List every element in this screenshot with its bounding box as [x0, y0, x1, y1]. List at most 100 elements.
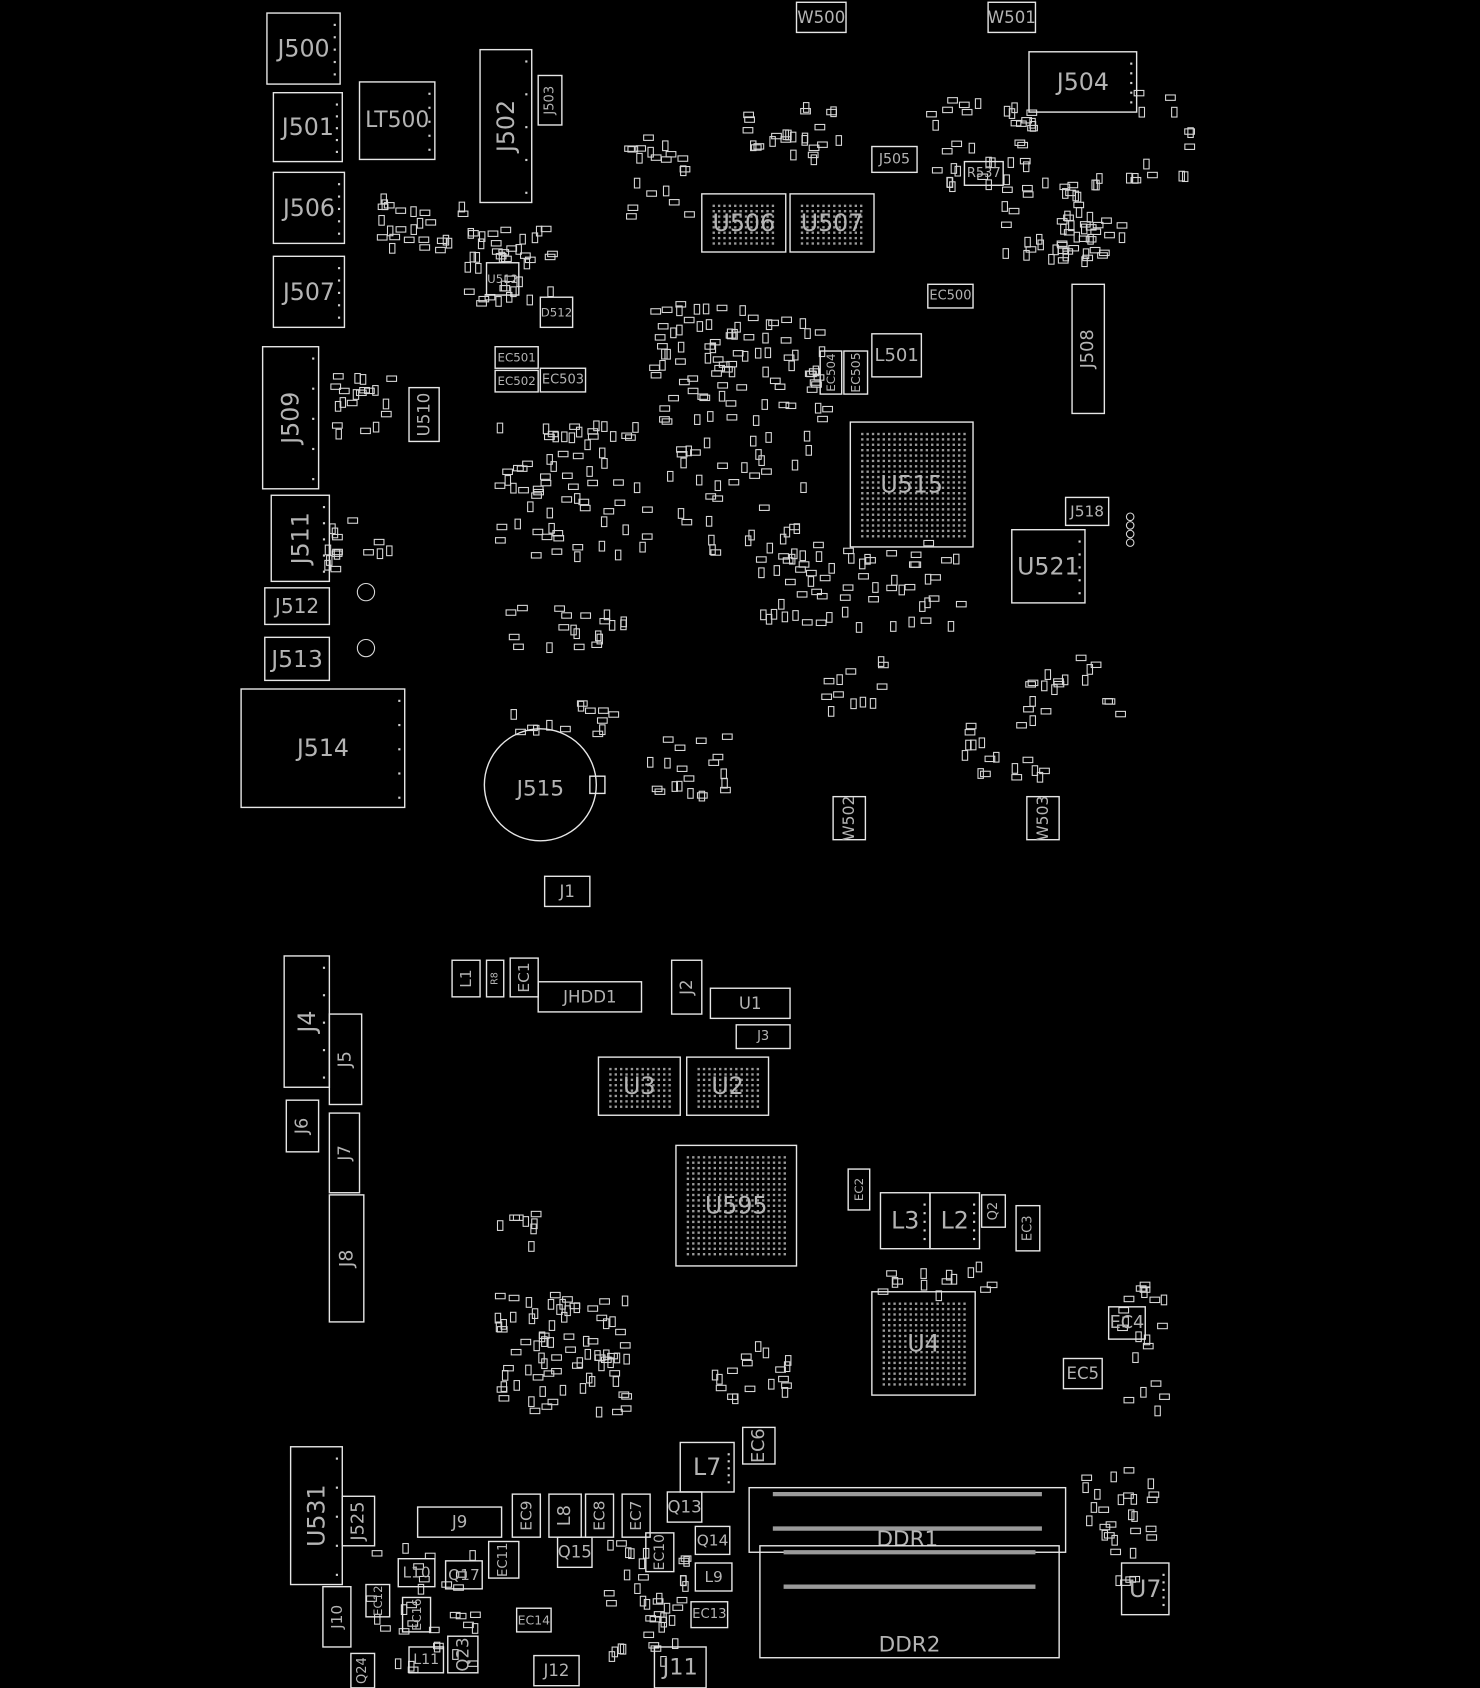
component-j513[interactable]: J513	[264, 636, 331, 682]
passive-pad	[661, 348, 668, 360]
component-u515[interactable]: U515	[849, 421, 974, 548]
component-l7[interactable]: L7	[679, 1441, 735, 1493]
component-lt500[interactable]: LT500	[358, 81, 436, 161]
component-ec12[interactable]: EC12	[365, 1583, 391, 1618]
component-j12[interactable]: J12	[533, 1654, 580, 1687]
component-u1[interactable]: U1	[709, 987, 791, 1020]
component-d512[interactable]: D512	[539, 296, 574, 329]
component-w502[interactable]: W502	[832, 796, 867, 841]
component-u531[interactable]: U531	[289, 1446, 343, 1586]
passive-pad	[550, 461, 557, 472]
component-j2[interactable]: J2	[670, 959, 703, 1015]
passive-pad	[850, 698, 857, 710]
component-w503[interactable]: W503	[1026, 796, 1060, 841]
component-u2[interactable]: U2	[686, 1056, 770, 1116]
component-j501[interactable]: J501	[272, 91, 343, 163]
component-ec3[interactable]: EC3	[1015, 1204, 1041, 1252]
component-j505[interactable]: J505	[871, 145, 918, 174]
passive-pad	[1145, 1525, 1157, 1533]
component-ec4[interactable]: EC4	[1107, 1306, 1146, 1340]
component-ec500[interactable]: EC500	[927, 283, 974, 309]
component-q13[interactable]: Q13	[666, 1491, 703, 1523]
component-u521[interactable]: U521	[1011, 529, 1086, 604]
component-l9[interactable]: L9	[694, 1562, 733, 1592]
component-ec7[interactable]: EC7	[621, 1493, 651, 1538]
component-u595[interactable]: U595	[675, 1144, 798, 1267]
component-jhdd1[interactable]: JHDD1	[537, 981, 643, 1013]
passive-pad	[347, 517, 359, 524]
component-u506[interactable]: U506	[701, 193, 787, 253]
component-ec505[interactable]: EC505	[843, 350, 869, 395]
component-ec9[interactable]: EC9	[511, 1493, 542, 1538]
component-ec16[interactable]: EC16	[401, 1596, 432, 1633]
component-q23[interactable]: Q23	[447, 1635, 479, 1674]
component-l11[interactable]: L11	[408, 1646, 445, 1674]
component-u3[interactable]: U3	[597, 1056, 681, 1116]
component-ddr1[interactable]: DDR1	[748, 1486, 1067, 1553]
component-l8[interactable]: L8	[548, 1493, 582, 1538]
component-j500[interactable]: J500	[266, 12, 341, 85]
component-ec8[interactable]: EC8	[584, 1493, 615, 1538]
component-ec504[interactable]: EC504	[819, 350, 843, 395]
component-j9[interactable]: J9	[416, 1506, 503, 1538]
component-j7[interactable]: J7	[328, 1112, 361, 1194]
component-q17[interactable]: Q17	[444, 1560, 483, 1590]
component-j10[interactable]: J10	[322, 1585, 352, 1648]
passive-pad	[330, 565, 342, 573]
component-j11[interactable]: J11	[653, 1646, 707, 1688]
component-ec10[interactable]: EC10	[645, 1532, 675, 1573]
component-j8[interactable]: J8	[328, 1194, 365, 1323]
component-j512[interactable]: J512	[264, 587, 331, 626]
passive-pad	[708, 534, 715, 546]
component-l2[interactable]: L2	[929, 1192, 981, 1250]
component-j503[interactable]: J503	[537, 74, 563, 126]
component-j508[interactable]: J508	[1071, 283, 1106, 415]
component-ec11[interactable]: EC11	[487, 1540, 520, 1579]
component-u510[interactable]: U510	[408, 386, 440, 443]
component-ec2[interactable]: EC2	[847, 1168, 871, 1211]
component-j507[interactable]: J507	[272, 255, 346, 329]
component-j5[interactable]: J5	[328, 1013, 363, 1106]
component-j502[interactable]: J502	[479, 48, 533, 204]
component-u507[interactable]: U507	[789, 193, 875, 253]
component-u4[interactable]: U4	[871, 1291, 976, 1396]
component-j506[interactable]: J506	[272, 171, 346, 245]
passive-pad	[697, 393, 709, 400]
component-j525[interactable]: J525	[341, 1495, 376, 1547]
component-j518[interactable]: J518	[1064, 496, 1110, 527]
component-j515[interactable]: J515	[483, 728, 606, 842]
component-ec5[interactable]: EC5	[1062, 1357, 1103, 1390]
component-j4[interactable]: J4	[283, 955, 331, 1088]
component-j1[interactable]: J1	[543, 875, 591, 908]
component-j514[interactable]: J514	[240, 688, 406, 809]
passive-pad	[561, 496, 573, 503]
component-w501[interactable]: W501	[987, 1, 1037, 34]
component-l1[interactable]: L1	[451, 959, 481, 998]
component-r537[interactable]: R537	[963, 160, 1004, 186]
component-q14[interactable]: Q14	[694, 1525, 731, 1556]
component-l10[interactable]: L10	[397, 1558, 436, 1588]
component-ec14[interactable]: EC14	[515, 1607, 552, 1633]
component-j3[interactable]: J3	[735, 1024, 791, 1050]
component-ec503[interactable]: EC503	[539, 367, 587, 393]
component-ddr2[interactable]: DDR2	[759, 1545, 1060, 1659]
component-w500[interactable]: W500	[795, 1, 847, 34]
component-j509[interactable]: J509	[261, 346, 320, 490]
component-l501[interactable]: L501	[871, 333, 923, 378]
component-u512[interactable]: U512	[485, 262, 520, 296]
component-r8[interactable]: R8	[485, 959, 505, 998]
component-q2[interactable]: Q2	[980, 1194, 1007, 1228]
component-ec6[interactable]: EC6	[741, 1426, 776, 1465]
component-q24[interactable]: Q24	[350, 1652, 376, 1688]
component-ec502[interactable]: EC502	[494, 369, 539, 393]
component-ec1[interactable]: EC1	[509, 957, 539, 998]
component-q15[interactable]: Q15	[556, 1536, 593, 1569]
component-u7[interactable]: U7	[1120, 1562, 1170, 1616]
component-j504[interactable]: J504	[1028, 51, 1138, 113]
component-l3[interactable]: L3	[879, 1192, 931, 1250]
component-ec13[interactable]: EC13	[690, 1601, 729, 1629]
component-ec501[interactable]: EC501	[494, 346, 539, 369]
component-j6[interactable]: J6	[285, 1099, 320, 1153]
component-j511[interactable]: J511	[270, 494, 331, 583]
